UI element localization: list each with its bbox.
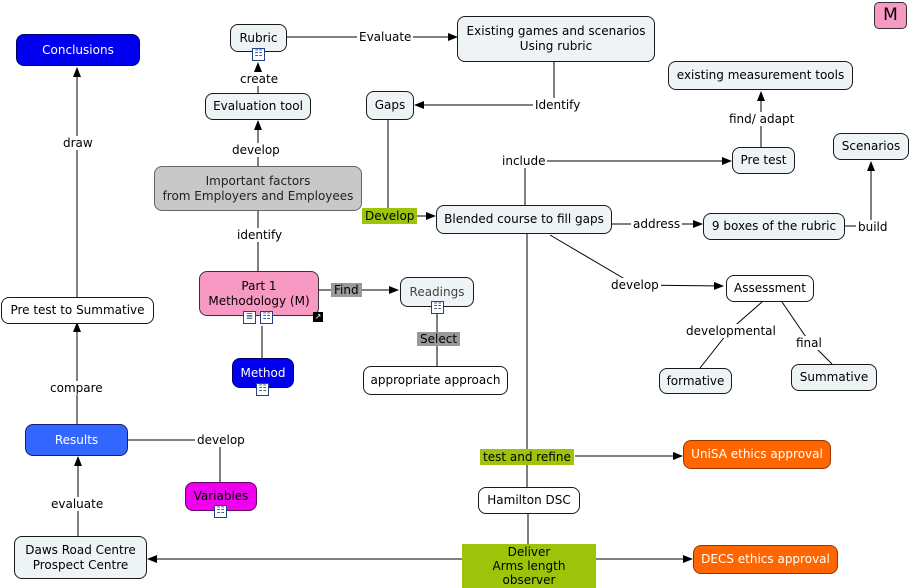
link-label-develop-assessment: develop [609,278,661,292]
concept-scenarios[interactable]: Scenarios [833,133,909,160]
link-arrow-icon[interactable]: ↗ [313,312,323,322]
link-label-identify-gaps: Identify [533,98,583,112]
link-label-deliver: Deliver Arms length observer [462,544,596,588]
concept-label: formative [666,373,725,388]
concept-label: Rubric [239,30,278,45]
concept-daws-road[interactable]: Daws Road Centre Prospect Centre [14,536,147,579]
link-label-compare: compare [48,381,105,395]
concept-part1-methodology[interactable]: Part 1 Methodology (M) [199,271,319,316]
concept-evaluation-tool[interactable]: Evaluation tool [205,93,311,120]
concept-decs-ethics[interactable]: DECS ethics approval [693,545,838,574]
concept-assessment[interactable]: Assessment [726,275,814,302]
concept-pre-test-summative[interactable]: Pre test to Summative [1,297,154,324]
link-label-find-adapt: find/ adapt [727,112,797,126]
concept-important-factors[interactable]: Important factors from Employers and Emp… [154,166,362,211]
link-label-draw: draw [61,136,95,150]
link-label-build: build [856,220,890,234]
concept-label: 9 boxes of the rubric [711,219,837,233]
link-label-developmental: developmental [684,324,778,338]
link-label-develop-eval: develop [230,143,282,157]
concept-label: Part 1 Methodology (M) [208,278,310,308]
concept-label: Summative [799,370,869,384]
badge-label: M [883,5,898,25]
concept-label: Readings [409,284,465,299]
concept-label: Scenarios [841,139,901,153]
concept-label: DECS ethics approval [701,552,830,566]
link-label-develop-variables: develop [195,433,247,447]
concept-existing-tools[interactable]: existing measurement tools [668,61,853,90]
concept-nine-boxes[interactable]: 9 boxes of the rubric [703,213,845,240]
concept-label: Pre test to Summative [10,303,145,317]
concept-map-icon[interactable]: ☷ [214,505,227,518]
concept-label: Variables [193,489,249,503]
concept-label: Results [54,432,99,447]
concept-formative[interactable]: formative [659,368,732,394]
link-label-evaluate-bottom: evaluate [49,497,106,511]
concept-results[interactable]: Results [25,424,128,456]
concept-label: Daws Road Centre Prospect Centre [25,542,136,572]
concept-label: Method [240,365,286,380]
concept-variables[interactable]: Variables [185,482,257,511]
link-label-include: include [500,154,548,168]
concept-pre-test[interactable]: Pre test [732,147,795,174]
link-label-develop-green: Develop [362,208,418,224]
concept-map-icon[interactable]: ☷ [256,383,269,396]
concept-hamilton-dsc[interactable]: Hamilton DSC [478,487,580,514]
concept-blended-course[interactable]: Blended course to fill gaps [436,205,612,234]
concept-label: Important factors from Employers and Emp… [162,173,354,203]
concept-map-icon[interactable]: ☷ [252,48,265,61]
link-label-evaluate: Evaluate [357,30,414,44]
concept-label: appropriate approach [370,373,501,387]
concept-label: Gaps [374,98,406,112]
link-label-select: Select [417,332,461,346]
concept-label: Hamilton DSC [487,493,571,507]
concept-label: Conclusions [42,42,114,57]
concept-appropriate-approach[interactable]: appropriate approach [363,366,508,395]
concept-existing-games[interactable]: Existing games and scenarios Using rubri… [457,16,655,62]
link-label-create: create [238,72,281,86]
concept-gaps[interactable]: Gaps [366,91,414,120]
concept-label: Blended course to fill gaps [444,212,604,226]
link-label-address: address [631,217,683,231]
concept-label: Assessment [734,281,806,295]
concept-unisa-ethics[interactable]: UniSA ethics approval [683,440,831,469]
link-label-find: Find [331,283,362,297]
link-label-final: final [794,336,824,350]
link-label-test-refine: test and refine [480,449,574,465]
concept-label: UniSA ethics approval [691,447,823,461]
concept-map-icon[interactable]: ☷ [431,301,444,314]
link-label-identify-factors: identify [235,228,285,242]
concept-label: Pre test [740,153,787,167]
document-icon[interactable]: ≣ [243,311,256,324]
concept-label: Existing games and scenarios Using rubri… [466,24,646,53]
badge-m: M [874,2,907,29]
concept-label: Evaluation tool [213,99,303,113]
concept-summative[interactable]: Summative [791,364,877,391]
concept-conclusions[interactable]: Conclusions [16,34,140,66]
concept-map-icon[interactable]: ☷ [260,311,273,324]
concept-rubric[interactable]: Rubric [230,24,287,52]
concept-label: existing measurement tools [676,68,845,82]
